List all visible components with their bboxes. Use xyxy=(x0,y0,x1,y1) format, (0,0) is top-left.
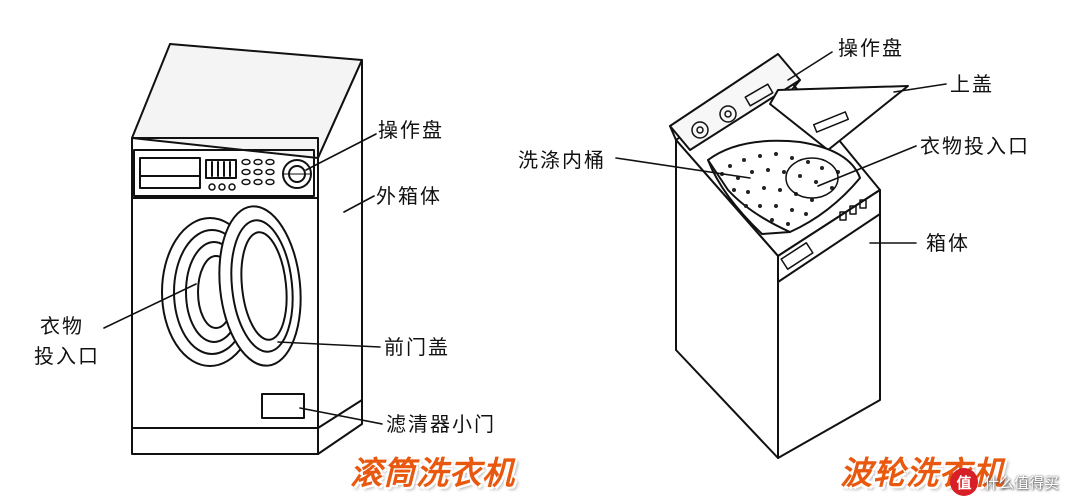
label-pulsator-laundry-opening: 衣物投入口 xyxy=(920,134,1030,158)
watermark: 值 什么值得买 xyxy=(950,468,1059,496)
drum-detergent-drawer xyxy=(139,157,201,189)
caption-drum-washer: 滚筒洗衣机 xyxy=(350,454,516,492)
drum-buttons xyxy=(208,158,275,191)
drum-leader-lines xyxy=(103,133,383,425)
drum-washer xyxy=(103,43,383,455)
label-drum-control-panel: 操作盘 xyxy=(378,118,444,142)
drum-knob xyxy=(282,159,312,189)
drum-control-strip xyxy=(133,149,315,197)
label-pulsator-inner-tub: 洗涤内桶 xyxy=(518,148,606,172)
label-drum-front-door: 前门盖 xyxy=(384,335,450,359)
pulsator-washer xyxy=(615,51,947,459)
label-drum-laundry-opening-line1: 衣物 xyxy=(40,314,84,338)
label-pulsator-control-panel: 操作盘 xyxy=(838,36,904,60)
pulsator-laundry xyxy=(707,139,861,235)
pulsator-front-buttons xyxy=(839,199,867,221)
drum-filter-door xyxy=(261,393,305,419)
pulsator-leader-lines xyxy=(615,51,947,244)
watermark-text: 什么值得买 xyxy=(984,473,1060,492)
drum-display xyxy=(205,159,237,179)
pulsator-console-dials xyxy=(691,83,774,139)
label-drum-filter-door: 滤清器小门 xyxy=(386,412,496,436)
label-pulsator-top-lid: 上盖 xyxy=(950,72,994,96)
drum-front-door xyxy=(218,205,302,367)
label-drum-laundry-opening-line2: 投入口 xyxy=(34,344,100,368)
label-pulsator-cabinet: 箱体 xyxy=(926,231,970,255)
label-drum-outer-cabinet: 外箱体 xyxy=(376,184,442,208)
watermark-logo-icon: 值 xyxy=(950,468,978,496)
